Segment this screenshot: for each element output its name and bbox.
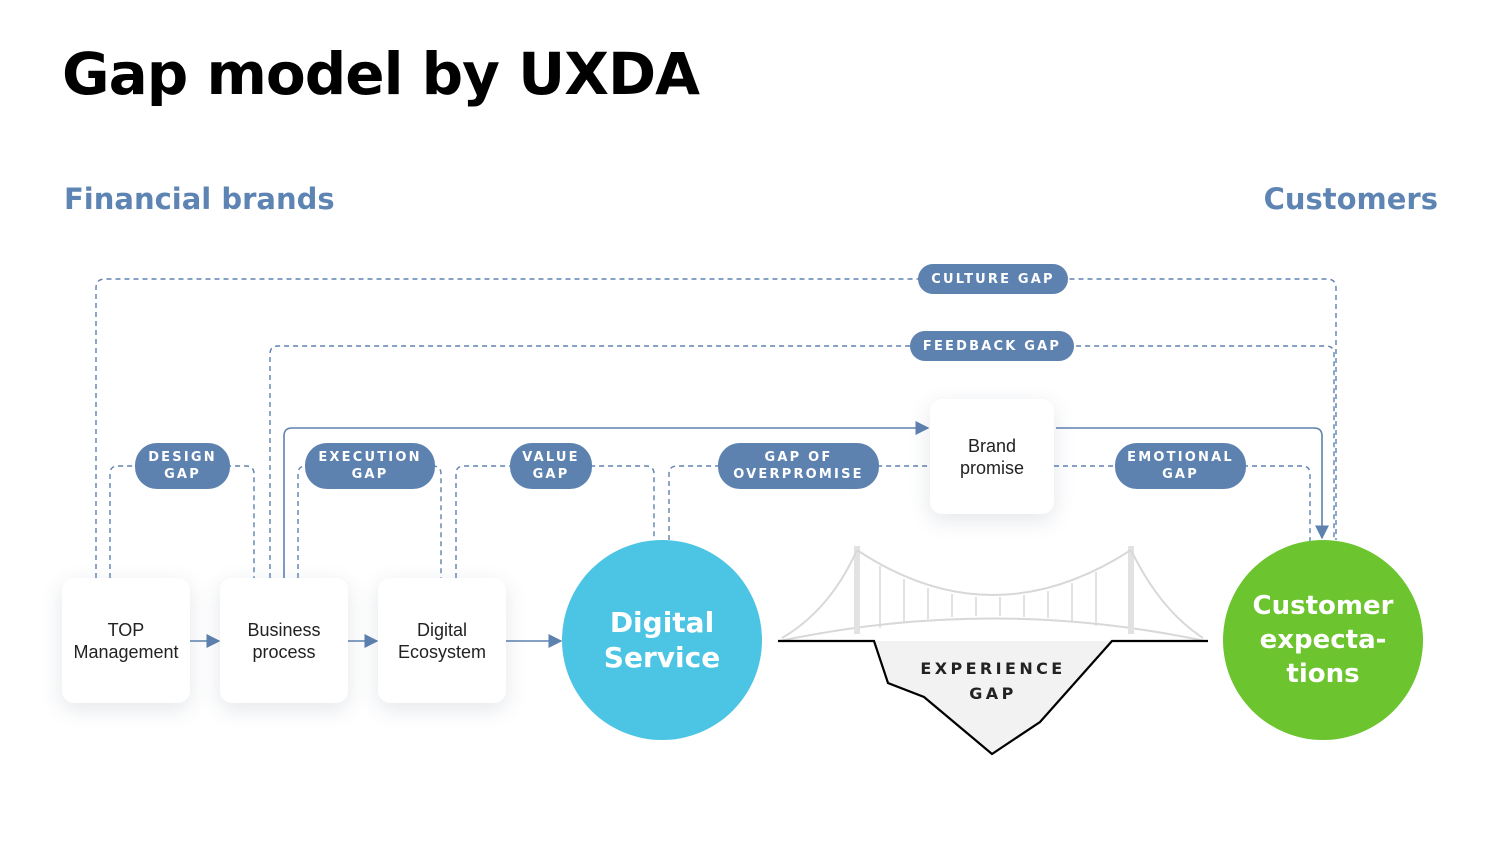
brand-promise-label: Brand promise bbox=[959, 435, 1025, 478]
top-management-label: TOP Management bbox=[73, 619, 179, 662]
emotional-gap-pill: EMOTIONAL GAP bbox=[1115, 443, 1246, 489]
feedback-gap-label: FEEDBACK GAP bbox=[922, 338, 1062, 354]
bridge-right-cable bbox=[1130, 549, 1204, 639]
bridge-left-tower bbox=[854, 546, 860, 634]
business-process-label: Business process bbox=[247, 619, 321, 662]
design-gap-pill: DESIGN GAP bbox=[135, 443, 230, 489]
execution-gap-pill: EXECUTION GAP bbox=[305, 443, 435, 489]
overpromise-gap-pill: GAP OF OVERPROMISE bbox=[718, 443, 879, 489]
arrow-brand-to-customer bbox=[1056, 427, 1329, 540]
experience-gap-valley-fill bbox=[874, 641, 1112, 754]
customer-expectations-label: Customer expecta- tions bbox=[1252, 591, 1394, 689]
digital-service-circle: Digital Service bbox=[562, 540, 762, 740]
overpromise-gap-line bbox=[668, 465, 930, 540]
customer-expectations-circle: Customer expecta- tions bbox=[1223, 540, 1423, 740]
bridge-right-tower bbox=[1128, 546, 1134, 634]
page-title: Gap model by UXDA bbox=[62, 40, 700, 108]
feedback-gap-pill: FEEDBACK GAP bbox=[910, 331, 1074, 361]
bridge-illustration bbox=[779, 546, 1206, 642]
emotional-gap-line bbox=[1054, 465, 1311, 545]
execution-gap-label: EXECUTION GAP bbox=[318, 450, 422, 482]
design-gap-label: DESIGN GAP bbox=[148, 450, 217, 482]
feedback-gap-line bbox=[269, 345, 1335, 578]
experience-gap-valley bbox=[778, 639, 1208, 756]
bridge-suspenders bbox=[879, 566, 1097, 628]
value-gap-pill: VALUE GAP bbox=[510, 443, 592, 489]
digital-ecosystem-label: Digital Ecosystem bbox=[397, 619, 487, 662]
solid-arrows bbox=[190, 421, 1329, 648]
bridge-deck bbox=[779, 617, 1206, 642]
experience-gap-label: EXPERIENCE GAP bbox=[920, 659, 1066, 703]
culture-gap-label: CULTURE GAP bbox=[931, 271, 1055, 287]
emotional-gap-label: EMOTIONAL GAP bbox=[1127, 450, 1234, 482]
customers-label: Customers bbox=[1263, 182, 1438, 216]
bridge-left-cable bbox=[781, 549, 858, 639]
arrow-business-to-brand bbox=[283, 421, 930, 578]
culture-gap-pill: CULTURE GAP bbox=[918, 264, 1068, 294]
financial-brands-label: Financial brands bbox=[64, 182, 335, 216]
business-process-box: Business process bbox=[220, 578, 348, 703]
brand-promise-box: Brand promise bbox=[930, 399, 1054, 514]
top-management-box: TOP Management bbox=[62, 578, 190, 703]
overpromise-gap-label: GAP OF OVERPROMISE bbox=[733, 450, 864, 482]
digital-ecosystem-box: Digital Ecosystem bbox=[378, 578, 506, 703]
bridge-main-cable bbox=[856, 549, 1132, 596]
value-gap-label: VALUE GAP bbox=[522, 450, 580, 482]
digital-service-label: Digital Service bbox=[603, 606, 721, 674]
